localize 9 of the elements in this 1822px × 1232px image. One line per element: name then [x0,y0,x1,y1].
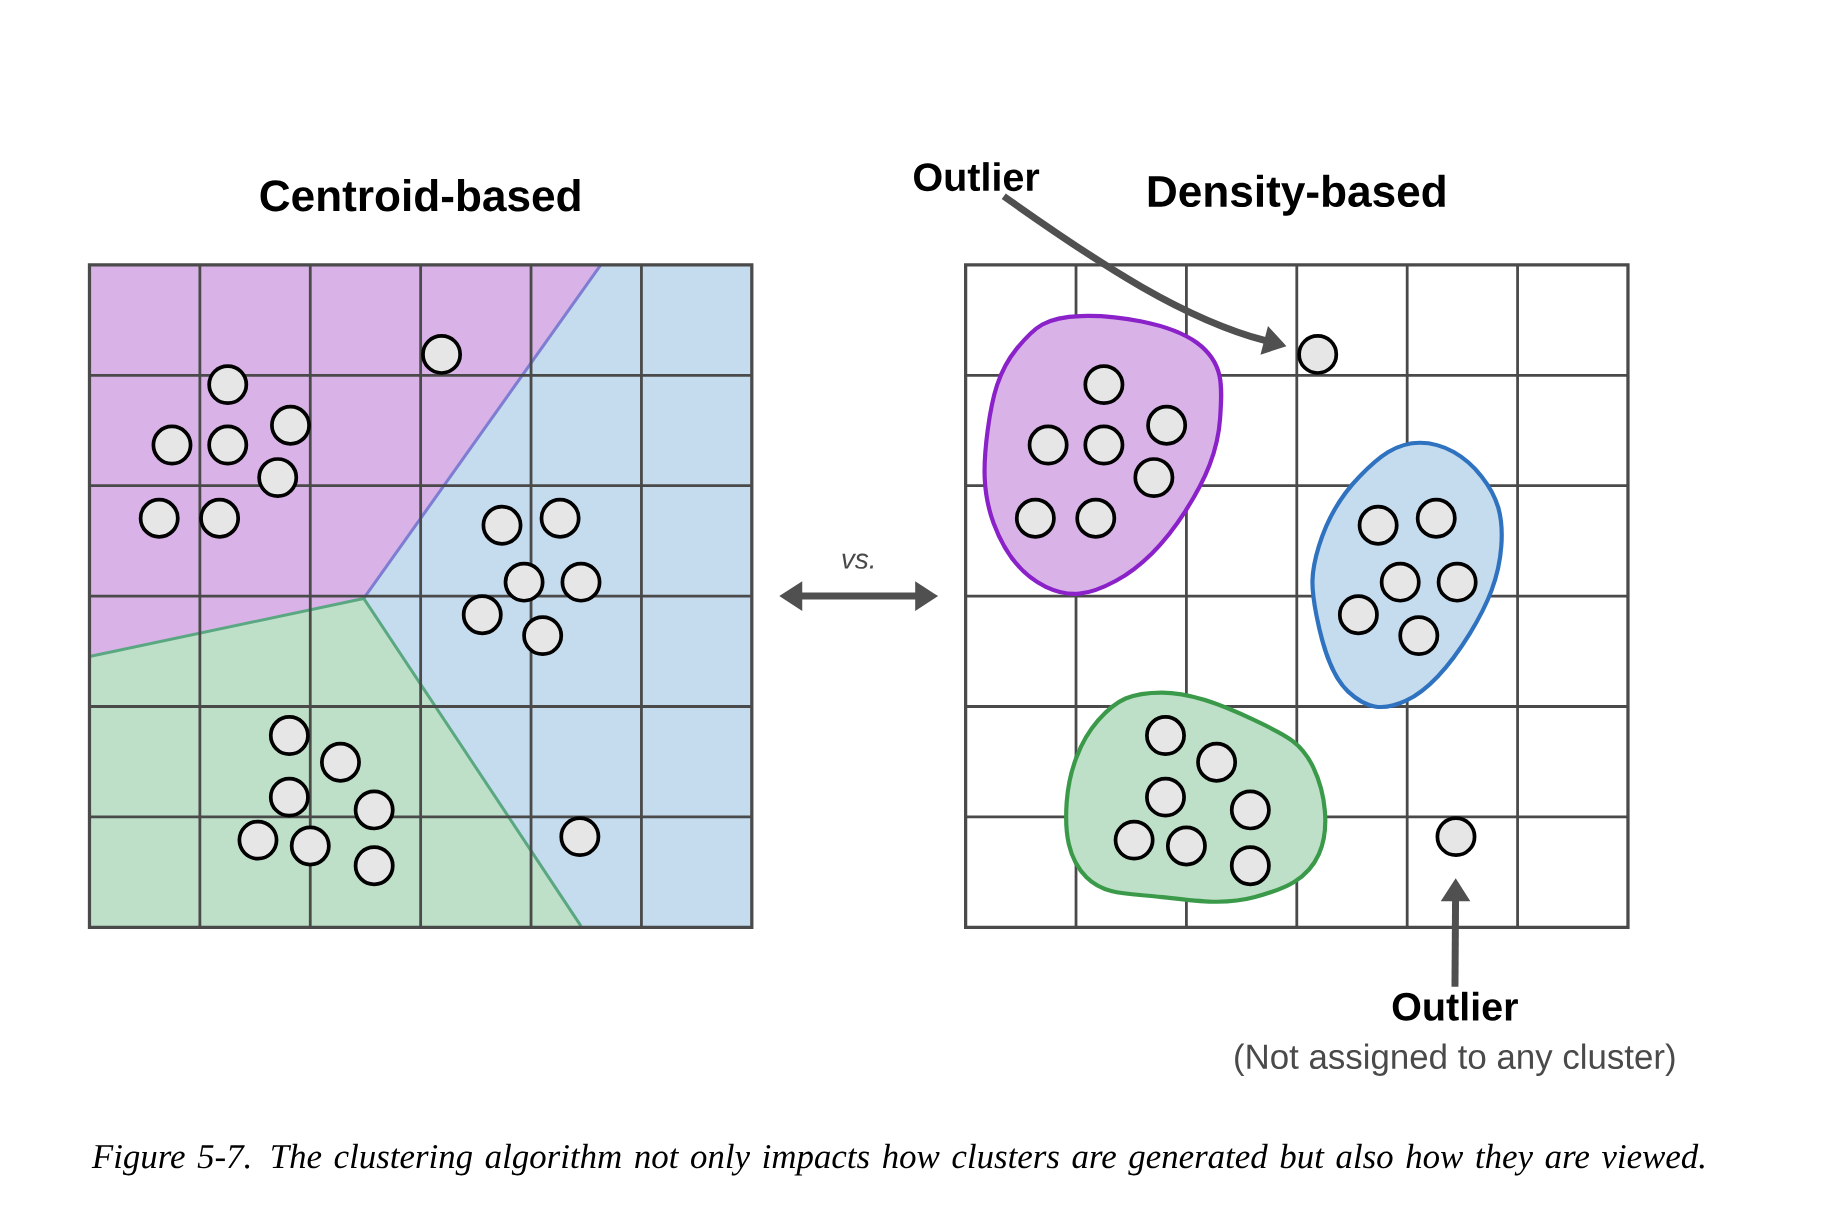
note-text: (Not assigned to any cluster) [1235,1043,1675,1077]
outlier-point [1435,816,1477,858]
edge-label: vs. [838,551,879,572]
outlier-point [1297,334,1339,375]
callout-text: Outlier [914,162,1040,192]
panel-title: Density-based [1148,174,1445,216]
panel-title: Centroid-based [260,179,580,212]
figure-caption: Figure 5-7. The clustering algorithm not only impacts how clusters are generated but also how they are viewed. [91,1144,1704,1176]
callout-text: Outlier [1392,991,1518,1021]
